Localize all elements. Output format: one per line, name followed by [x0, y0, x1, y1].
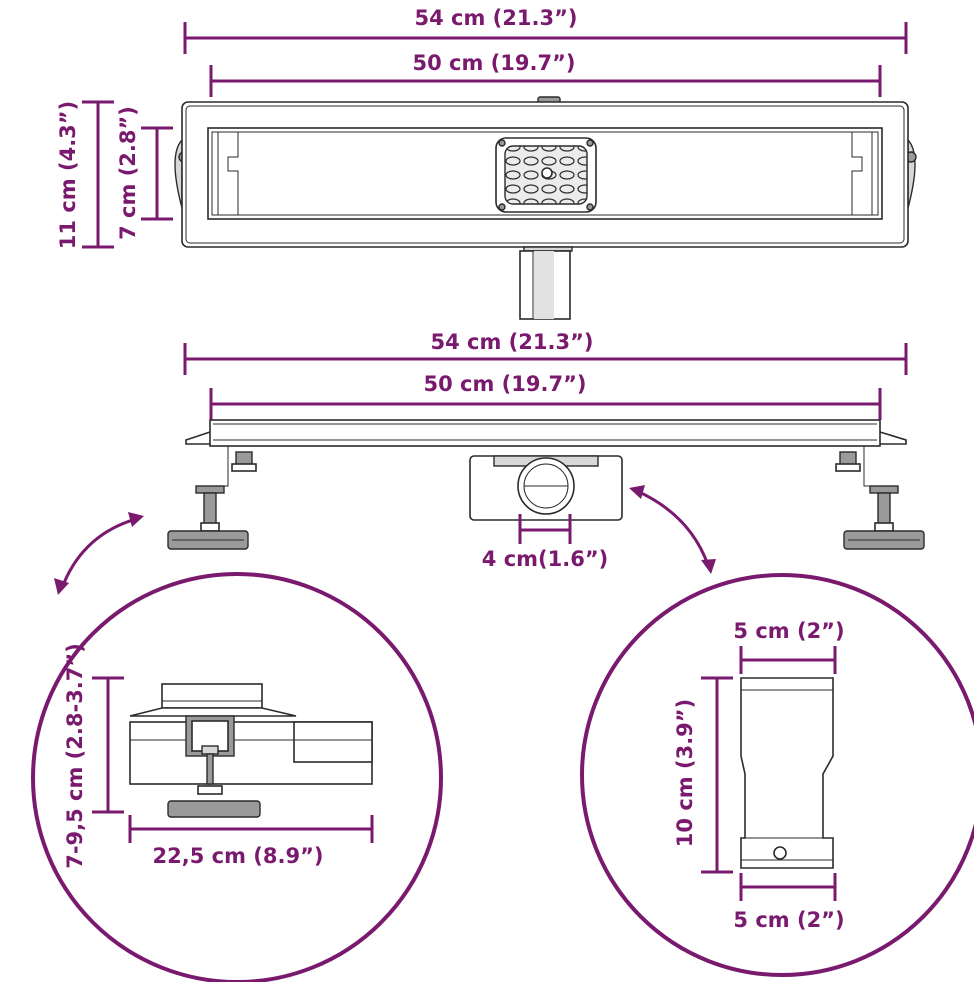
left-detail-height-label: 7-9,5 cm (2.8-3.7”) [63, 643, 87, 869]
outlet-diameter-label: 4 cm(1.6”) [482, 547, 608, 571]
top-overall-height-dimension: 11 cm (4.3”) [56, 100, 114, 249]
left-detail-arrow [54, 512, 144, 595]
right-detail-circle [580, 573, 974, 977]
right-detail-top-width-label: 5 cm (2”) [733, 619, 844, 643]
side-inner-width-dimension: 50 cm (19.7”) [209, 372, 882, 420]
right-detail-height-label: 10 cm (3.9”) [673, 699, 697, 847]
left-detail-side-section [129, 683, 373, 818]
left-detail-depth-label: 22,5 cm (8.9”) [153, 844, 324, 868]
right-detail-bottom-width-label: 5 cm (2”) [733, 908, 844, 932]
right-detail-height-dimension: 10 cm (3.9”) [673, 676, 733, 874]
outlet-pipe-detail [740, 677, 834, 869]
top-overall-width-dimension: 54 cm (21.3”) [183, 6, 908, 54]
right-detail-top-width-dimension: 5 cm (2”) [733, 619, 845, 674]
left-detail-depth-dimension: 22,5 cm (8.9”) [128, 815, 374, 868]
drain-channel-top [174, 96, 917, 320]
side-view: 54 cm (21.3”) 50 cm (19.7”) [54, 330, 925, 595]
right-detail-arrow [629, 485, 716, 574]
top-view: 54 cm (21.3”) 50 cm (19.7”) 11 cm (4.3”)… [56, 6, 917, 320]
outlet-diameter-dimension: 4 cm(1.6”) [482, 514, 608, 571]
left-detail: 7-9,5 cm (2.8-3.7”) 22,5 cm (8.9”) [31, 572, 443, 984]
left-detail-height-dimension: 7-9,5 cm (2.8-3.7”) [63, 643, 124, 869]
top-inner-height-dimension: 7 cm (2.8”) [116, 106, 173, 240]
right-detail: 5 cm (2”) 10 cm (3.9”) 5 cm (2”) [580, 573, 974, 977]
drain-channel-side [167, 419, 925, 550]
side-overall-width-dimension: 54 cm (21.3”) [183, 330, 908, 375]
top-overall-width-label: 54 cm (21.3”) [415, 6, 578, 30]
top-inner-width-label: 50 cm (19.7”) [413, 51, 576, 75]
top-inner-width-dimension: 50 cm (19.7”) [209, 51, 882, 97]
side-inner-width-label: 50 cm (19.7”) [424, 372, 587, 396]
top-overall-height-label: 11 cm (4.3”) [56, 101, 80, 249]
side-overall-width-label: 54 cm (21.3”) [431, 330, 594, 354]
right-detail-bottom-width-dimension: 5 cm (2”) [733, 873, 845, 932]
top-inner-height-label: 7 cm (2.8”) [116, 106, 140, 240]
